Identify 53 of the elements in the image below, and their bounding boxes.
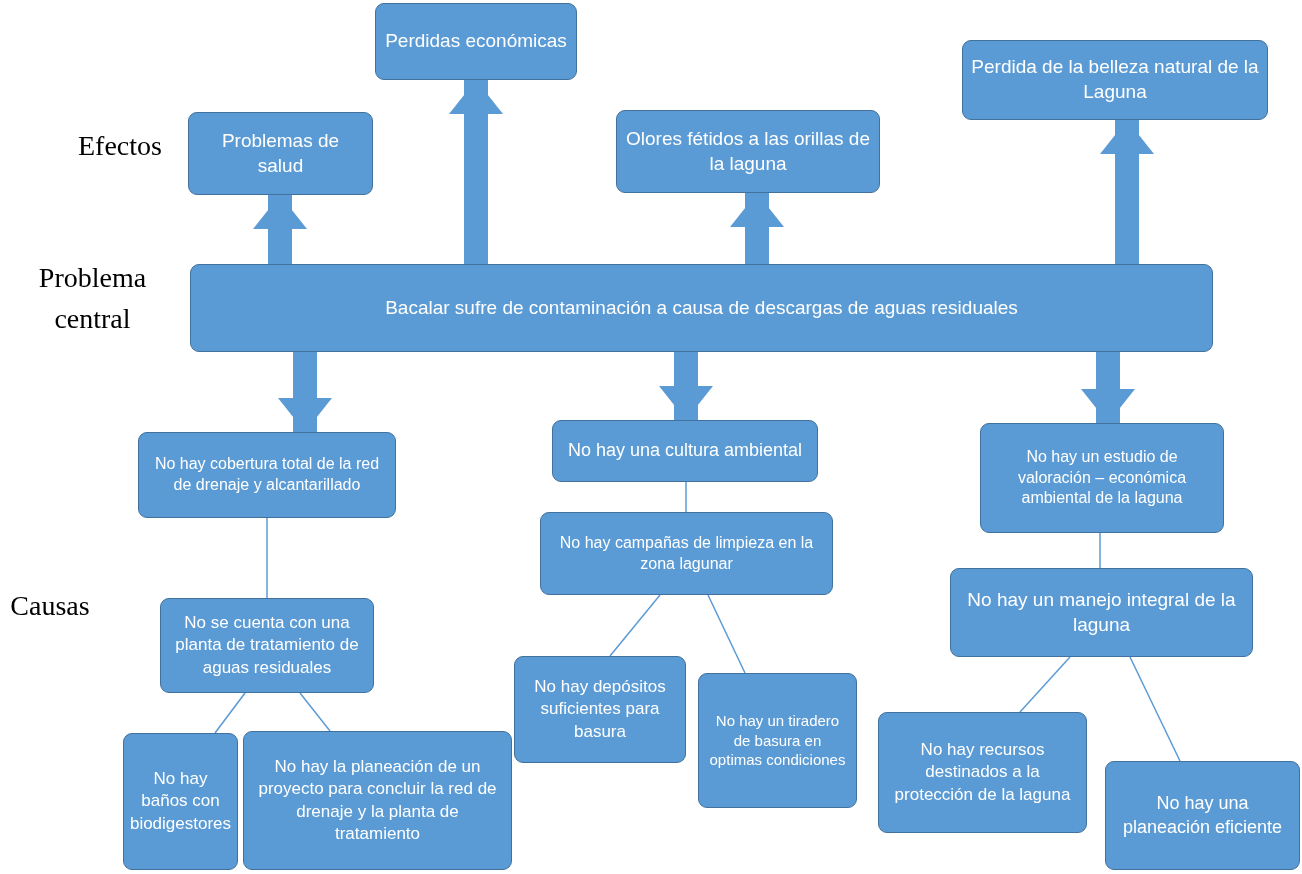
process-box	[514, 656, 686, 763]
process-box	[138, 432, 396, 518]
process-box	[616, 110, 880, 193]
process-box	[1105, 761, 1300, 870]
process-box	[552, 420, 818, 482]
block-arrow	[278, 352, 332, 432]
connector-line	[214, 692, 246, 734]
box-text: No hay una cultura ambiental	[567, 439, 803, 463]
process-box	[188, 112, 373, 195]
process-box	[698, 673, 857, 808]
box-text: Problemas de salud	[220, 128, 341, 178]
block-arrow	[1100, 120, 1154, 264]
process-box	[160, 598, 374, 693]
box-text: No hay recursos destinados a la protección de la laguna	[893, 739, 1072, 806]
connector-line	[609, 594, 661, 657]
row-label: Efectos	[77, 129, 163, 163]
process-box	[950, 568, 1253, 657]
block-arrow	[253, 195, 307, 264]
box-text: No hay una planeación eficiente	[1121, 792, 1284, 839]
block-arrow	[659, 352, 713, 420]
box-text: No hay depósitos suficientes para basura	[533, 676, 667, 743]
connector-line	[1019, 656, 1071, 713]
central-problem-box	[190, 264, 1213, 352]
box-text: No hay baños con biodigestores	[129, 768, 232, 835]
box-text: Perdida de la belleza natural de la Laguna	[971, 55, 1259, 104]
process-box	[123, 733, 238, 870]
process-box	[375, 3, 577, 80]
block-arrow	[449, 80, 503, 264]
connector-line	[266, 517, 268, 599]
process-box	[962, 40, 1268, 120]
block-arrow	[730, 193, 784, 264]
box-text: No hay campañas de limpieza en la zona lagunar	[558, 532, 815, 574]
block-arrow	[1081, 352, 1135, 423]
box-text: No hay un tiradero de basura en optimas condiciones	[708, 711, 847, 770]
connector-line	[707, 594, 746, 674]
box-text: No se cuenta con una planta de tratamiento de aguas residuales	[174, 612, 360, 679]
box-text: No hay un estudio de valoración – económica ambiental de la laguna	[1016, 446, 1188, 509]
connector-line	[1129, 656, 1181, 762]
connector-line	[299, 692, 331, 732]
box-text: No hay un manejo integral de la laguna	[966, 587, 1237, 637]
connector-line	[685, 481, 687, 513]
box-text: No hay la planeación de un proyecto para concluir la red de drenaje y la planta de tratamiento	[257, 756, 498, 845]
connector-line	[1099, 532, 1101, 569]
box-text: Perdidas económicas	[385, 29, 567, 54]
process-box	[243, 731, 512, 870]
row-label: Problema central	[37, 261, 148, 336]
box-text: Olores fétidos a las orillas de la laguna	[625, 126, 871, 176]
process-box	[878, 712, 1087, 833]
process-box	[980, 423, 1224, 533]
box-text: No hay cobertura total de la red de drenaje y alcantarillado	[153, 454, 381, 495]
box-text: Bacalar sufre de contaminación a causa de descargas de aguas residuales	[385, 295, 1018, 320]
process-box	[540, 512, 833, 595]
row-label: Causas	[9, 589, 91, 623]
